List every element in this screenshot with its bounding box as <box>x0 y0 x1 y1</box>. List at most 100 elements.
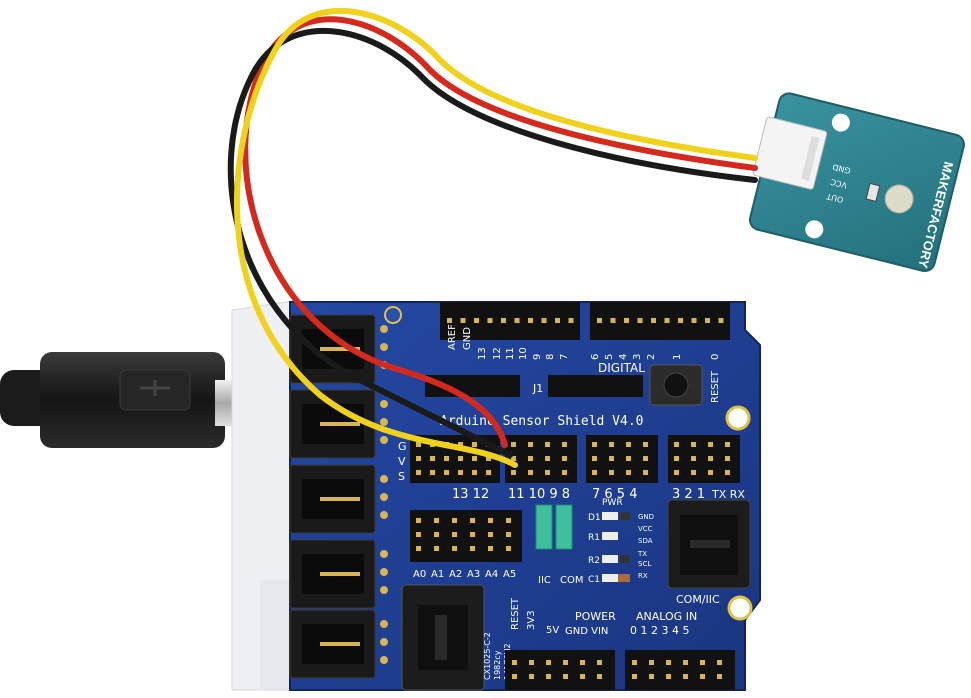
header-pin <box>511 442 516 447</box>
label-chip-code: CX1025-C-2 <box>483 632 492 680</box>
header-pin <box>545 470 550 475</box>
header-pin <box>528 456 533 461</box>
label-sda: SDA <box>638 537 653 545</box>
header-pin <box>562 442 567 447</box>
label-d1: D1 <box>588 513 601 523</box>
header-pin <box>717 674 722 679</box>
top-pin-number: 1 <box>672 354 683 360</box>
header-pin <box>624 318 629 323</box>
header-pin <box>460 318 466 323</box>
header-pin <box>452 546 457 551</box>
header-pin <box>563 660 568 665</box>
solder-pad <box>380 493 388 501</box>
header-pin <box>511 470 516 475</box>
label-r1: R1 <box>588 533 600 543</box>
connector-pin <box>320 347 360 351</box>
header-pin <box>700 674 705 679</box>
top-pin-number: 7 <box>559 354 570 360</box>
label-vcc: VCC <box>638 525 653 533</box>
header-pin <box>488 546 493 551</box>
header-pin <box>632 660 637 665</box>
solder-pad <box>380 418 388 426</box>
label-gnd-small: GND <box>638 513 654 521</box>
header-pin <box>545 442 550 447</box>
label-13-12: 13 12 <box>452 487 489 502</box>
header-pin <box>664 318 670 323</box>
header-pin <box>568 318 574 323</box>
header-pin <box>416 442 421 447</box>
label-5v: 5V <box>546 625 559 636</box>
module-pin-vcc: VCC <box>829 177 848 190</box>
header-pin <box>717 660 722 665</box>
solder-pad <box>380 638 388 646</box>
mounting-hole <box>727 595 753 621</box>
header-pin <box>637 318 643 323</box>
header-pin <box>470 518 475 523</box>
label-power: POWER <box>575 610 616 623</box>
header-pin <box>718 318 724 323</box>
header-pin <box>708 456 713 461</box>
header-pin <box>649 674 654 679</box>
header-pin <box>610 318 616 323</box>
solder-pad <box>380 325 388 333</box>
label-gnd-vin: GND VIN <box>565 626 608 637</box>
mounting-hole <box>384 306 402 324</box>
label-pwr: PWR <box>602 498 623 508</box>
analog-label: A5 <box>503 569 516 580</box>
header-pin <box>529 660 534 665</box>
header-pin <box>486 470 491 475</box>
header-pin <box>563 674 568 679</box>
header-pin <box>416 532 421 537</box>
solder-pad <box>380 400 388 408</box>
label-bottom-reset: RESET <box>510 597 521 630</box>
header-pin <box>609 470 614 475</box>
top-digital-header <box>440 302 730 340</box>
top-pin-number: 4 <box>618 354 629 360</box>
header-pin <box>649 660 654 665</box>
label-tx-rx: TX RX <box>711 488 745 501</box>
header-pin <box>580 660 585 665</box>
header-pin <box>458 442 463 447</box>
header-pin <box>683 674 688 679</box>
iic-com-jumpers <box>535 504 573 550</box>
header-pin <box>674 442 679 447</box>
solder-pad <box>380 656 388 664</box>
header-pin <box>528 470 533 475</box>
header-pin <box>651 318 656 323</box>
module-pin-out: OUT <box>826 191 845 204</box>
header-pin <box>666 674 671 679</box>
header-pin <box>678 318 683 323</box>
label-r2: R2 <box>588 556 600 566</box>
label-iic: IIC <box>538 575 551 586</box>
header-pin <box>472 442 477 447</box>
sensor-wires <box>227 7 758 468</box>
header-pin <box>562 470 567 475</box>
top-pin-number: 9 <box>532 354 543 360</box>
connector-pin <box>320 642 360 646</box>
header-pin <box>506 518 511 523</box>
header-pin <box>666 660 671 665</box>
shield-title: Arduino Sensor Shield V4.0 <box>440 414 644 429</box>
header-pin <box>434 518 439 523</box>
connector-pin <box>320 497 360 501</box>
header-pin <box>705 318 710 323</box>
label-chip-code2: 1982cy <box>493 650 502 680</box>
header-pin <box>597 674 602 679</box>
label-7-4: 7 6 5 4 <box>592 487 637 502</box>
mounting-hole <box>725 405 751 431</box>
header-pin <box>486 456 491 461</box>
header-pin <box>474 318 479 323</box>
header-pin <box>725 442 730 447</box>
header-pin <box>626 470 631 475</box>
header-pin <box>691 456 696 461</box>
header-pin <box>470 532 475 537</box>
header-pin <box>691 470 696 475</box>
header-pin <box>528 442 533 447</box>
header-pin <box>506 532 511 537</box>
solder-pad <box>380 550 388 558</box>
header-pin <box>626 456 631 461</box>
reset-button[interactable] <box>649 364 703 406</box>
